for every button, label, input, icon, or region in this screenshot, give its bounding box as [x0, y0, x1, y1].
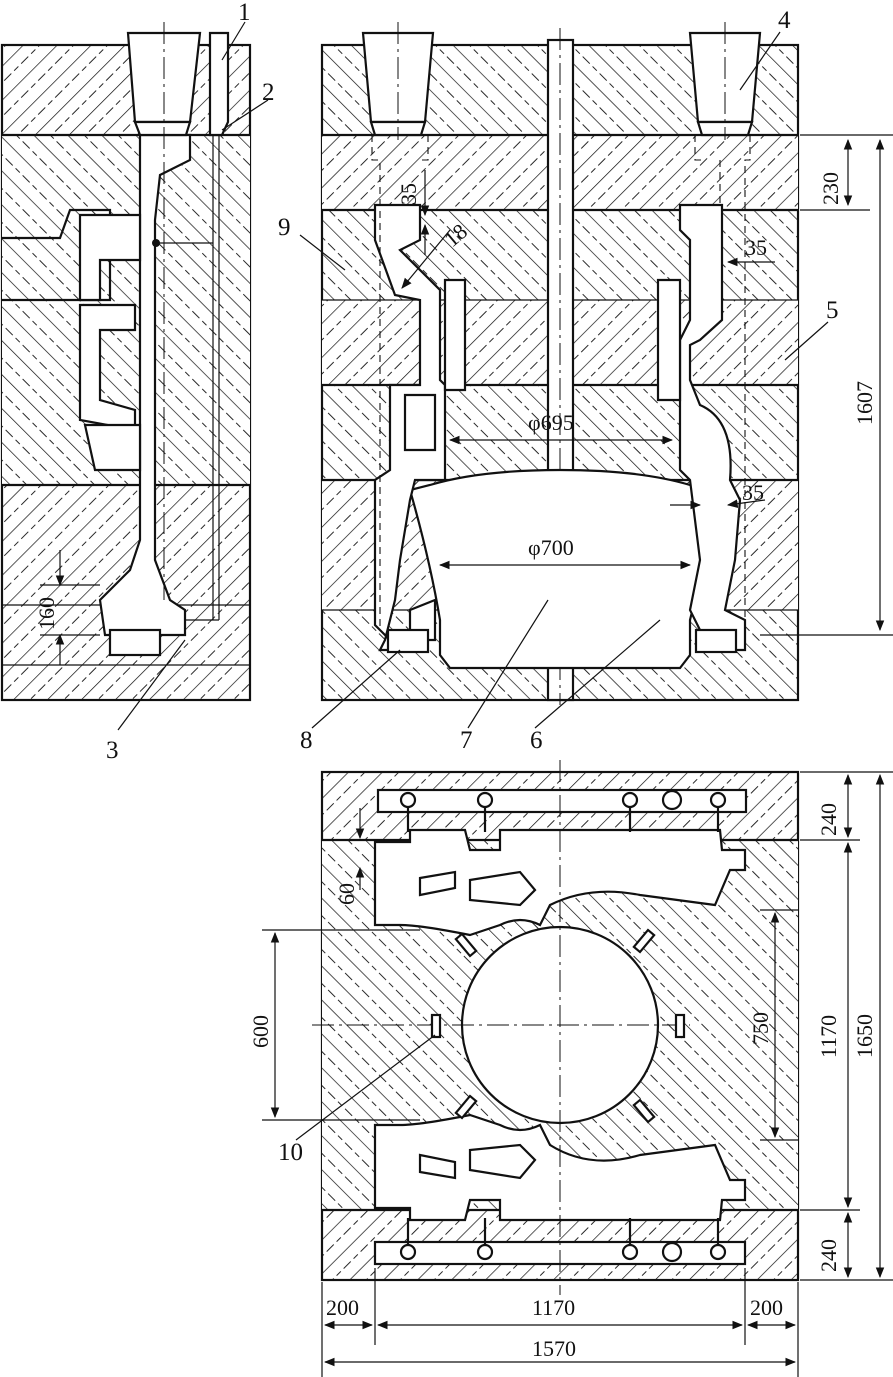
top-clamp-bar — [376, 788, 748, 814]
dim-160: 160 — [34, 597, 59, 630]
dim-230: 230 — [818, 172, 843, 205]
callout-6: 6 — [530, 727, 543, 754]
callout-1: 1 — [238, 0, 251, 26]
left-cavity — [98, 133, 192, 637]
dim-1607: 1607 — [852, 381, 877, 425]
callout-10: 10 — [278, 1139, 303, 1166]
bottom-bolts — [399, 1218, 727, 1263]
callout-8: 8 — [300, 727, 313, 754]
callout-9: 9 — [278, 214, 291, 241]
dimension-labels: 230 1607 35 18 35 35 φ695 φ700 160 240 2… — [34, 172, 877, 1361]
dim-35-top: 35 — [396, 183, 421, 205]
callout-5: 5 — [826, 297, 839, 324]
callout-3: 3 — [106, 737, 119, 764]
top-bolts — [399, 789, 727, 832]
dim-240-bottom: 240 — [816, 1239, 841, 1272]
dim-240-top: 240 — [816, 803, 841, 836]
dim-600: 600 — [248, 1015, 273, 1048]
center-section-view — [320, 22, 800, 705]
dim-35-lower: 35 — [742, 480, 764, 505]
left-section-view — [0, 22, 252, 702]
dimension-lines — [40, 21, 893, 1377]
callout-labels: 1 2 3 4 5 6 7 8 9 10 — [106, 0, 839, 1166]
dim-750: 750 — [748, 1012, 773, 1045]
central-core-cavity — [408, 468, 722, 670]
dim-60: 60 — [334, 883, 359, 905]
callout-7: 7 — [460, 727, 473, 754]
dim-1570: 1570 — [532, 1336, 576, 1361]
dim-phi695: φ695 — [528, 410, 574, 435]
dim-1170-horizontal: 1170 — [532, 1295, 575, 1320]
dim-35-right: 35 — [745, 235, 767, 260]
callout-4: 4 — [778, 7, 791, 34]
dim-200-right: 200 — [750, 1295, 783, 1320]
dim-200-left: 200 — [326, 1295, 359, 1320]
dim-phi700: φ700 — [528, 535, 574, 560]
dim-1650: 1650 — [852, 1014, 877, 1058]
plan-lower-cavity — [373, 1113, 747, 1222]
callout-2: 2 — [262, 79, 275, 106]
dim-1170-vertical: 1170 — [816, 1015, 841, 1058]
plan-view — [312, 760, 800, 1295]
